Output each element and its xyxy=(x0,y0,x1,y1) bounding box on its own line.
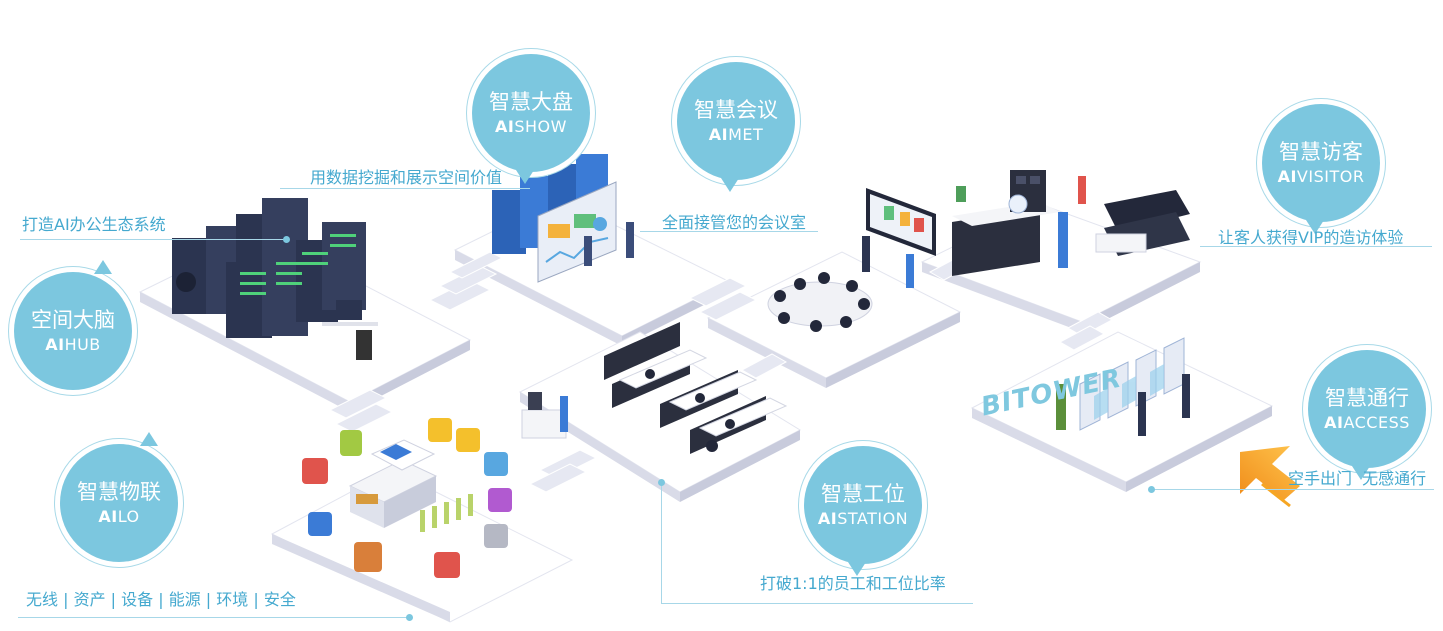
leader-aiaccess xyxy=(1152,489,1434,490)
iot-building xyxy=(348,439,473,532)
bubble-aimet[interactable]: 智慧会议 AIMET xyxy=(677,62,795,192)
caption-aihub: 打造AI办公生态系统 xyxy=(22,215,166,234)
leader-dot-aistation xyxy=(658,479,665,486)
workstations xyxy=(521,322,788,454)
server-racks xyxy=(172,198,378,360)
aishow-title: 智慧大盘 xyxy=(489,90,573,114)
caption-aiaccess: 空手出门 无感通行 xyxy=(1288,469,1427,488)
bubble-aishow[interactable]: 智慧大盘 AISHOW xyxy=(472,54,590,184)
aistation-title: 智慧工位 xyxy=(821,482,905,506)
arrow-icon xyxy=(1240,446,1300,508)
aimet-code: AIMET xyxy=(708,125,764,144)
caption-aivisitor: 让客人获得VIP的造访体验 xyxy=(1218,228,1404,247)
bubble-aivisitor[interactable]: 智慧访客 AIVISITOR xyxy=(1262,104,1380,234)
aihub-title: 空间大脑 xyxy=(31,308,115,332)
iot-icon-tiles xyxy=(302,418,512,578)
leader-dot-aiaccess xyxy=(1148,486,1155,493)
leader-dot-ailo xyxy=(406,614,413,621)
caption-aishow: 用数据挖掘和展示空间价值 xyxy=(310,168,503,187)
bubble-ailo[interactable]: 智慧物联 AILO xyxy=(60,432,178,562)
reception-area xyxy=(952,170,1190,276)
ailo-code: AILO xyxy=(98,507,140,526)
ailo-title: 智慧物联 xyxy=(77,480,161,504)
leader-aistation-vertical xyxy=(661,482,662,604)
aimet-title: 智慧会议 xyxy=(694,98,778,122)
caption-ailo: 无线 | 资产 | 设备 | 能源 | 环境 | 安全 xyxy=(26,590,296,609)
leader-aivisitor xyxy=(1200,246,1432,247)
aihub-code: AIHUB xyxy=(45,335,101,354)
bubble-aihub[interactable]: 空间大脑 AIHUB xyxy=(14,260,132,390)
aiaccess-title: 智慧通行 xyxy=(1325,386,1409,410)
aivisitor-title: 智慧访客 xyxy=(1279,140,1363,164)
caption-aistation: 打破1:1的员工和工位比率 xyxy=(760,574,946,593)
caption-aimet: 全面接管您的会议室 xyxy=(662,213,807,232)
aistation-code: AISTATION xyxy=(817,509,909,528)
aishow-code: AISHOW xyxy=(495,117,567,136)
data-screens xyxy=(492,154,634,283)
leader-aishow xyxy=(280,188,530,189)
bubble-aistation[interactable]: 智慧工位 AISTATION xyxy=(804,446,922,576)
access-gates xyxy=(1056,337,1190,436)
leader-dot-aihub xyxy=(283,236,290,243)
leader-ailo xyxy=(18,617,410,618)
leader-aimet xyxy=(640,231,818,232)
aivisitor-code: AIVISITOR xyxy=(1277,167,1365,186)
leader-aihub xyxy=(20,239,286,240)
leader-aistation xyxy=(661,603,973,604)
aiaccess-code: AIACCESS xyxy=(1324,413,1410,432)
bubble-aiaccess[interactable]: 智慧通行 AIACCESS xyxy=(1308,350,1426,480)
stairs xyxy=(328,251,1114,493)
meeting-room xyxy=(767,188,936,332)
